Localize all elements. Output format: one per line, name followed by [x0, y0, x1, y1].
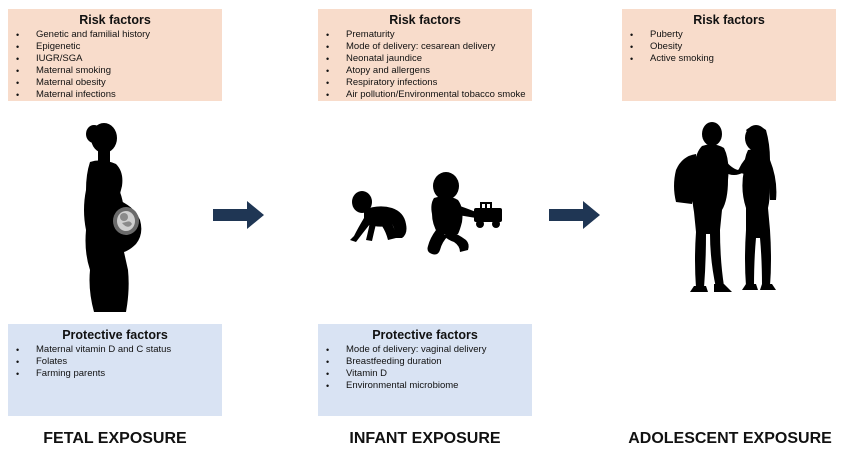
toddler-with-toy-silhouette-icon [427, 172, 502, 255]
infant-protective-box: Protective factors Mode of delivery: vag… [318, 324, 532, 416]
fetal-protective-title: Protective factors [62, 328, 168, 342]
list-item: Mode of delivery: cesarean delivery [326, 41, 524, 53]
fetal-risk-box: Risk factors Genetic and familial histor… [8, 9, 222, 101]
list-item: Epigenetic [16, 41, 214, 53]
list-item: Neonatal jaundice [326, 53, 524, 65]
adolescent-risk-list: Puberty Obesity Active smoking [630, 29, 828, 65]
list-item: Maternal vitamin D and C status [16, 344, 214, 356]
infant-risk-title: Risk factors [389, 13, 461, 27]
list-item: Air pollution/Environmental tobacco smok… [326, 89, 526, 101]
list-item: Mode of delivery: vaginal delivery [326, 344, 524, 356]
list-item: IUGR/SGA [16, 53, 214, 65]
adolescent-stage-label: ADOLESCENT EXPOSURE [628, 430, 832, 447]
fetal-risk-list: Genetic and familial history Epigenetic … [16, 29, 214, 101]
infant-protective-list: Mode of delivery: vaginal delivery Breas… [326, 344, 524, 392]
list-item: Prematurity [326, 29, 524, 41]
crawling-baby-silhouette-icon [350, 191, 407, 242]
infant-risk-box: Risk factors Prematurity Mode of deliver… [318, 9, 532, 101]
list-item: Genetic and familial history [16, 29, 214, 41]
list-item: Active smoking [630, 53, 828, 65]
right-arrow-icon [549, 201, 600, 229]
list-item: Folates [16, 356, 214, 368]
list-item: Respiratory infections [326, 77, 524, 89]
list-item: Breastfeeding duration [326, 356, 524, 368]
fetal-stage-label: FETAL EXPOSURE [43, 430, 187, 447]
list-item: Maternal smoking [16, 65, 214, 77]
list-item: Obesity [630, 41, 828, 53]
list-item: Environmental microbiome [326, 380, 524, 392]
pregnant-woman-silhouette-icon [84, 123, 142, 312]
list-item: Farming parents [16, 368, 214, 380]
fetal-risk-title: Risk factors [79, 13, 151, 27]
list-item: Maternal infections [16, 89, 214, 101]
right-arrow-icon [213, 201, 264, 229]
fetal-protective-box: Protective factors Maternal vitamin D an… [8, 324, 222, 416]
list-item: Maternal obesity [16, 77, 214, 89]
list-item: Puberty [630, 29, 828, 41]
infant-stage-label: INFANT EXPOSURE [349, 430, 501, 447]
adolescent-risk-title: Risk factors [693, 13, 765, 27]
infant-risk-list: Prematurity Mode of delivery: cesarean d… [326, 29, 526, 101]
adolescent-couple-silhouette-icon [674, 122, 777, 292]
infant-protective-title: Protective factors [372, 328, 478, 342]
list-item: Vitamin D [326, 368, 524, 380]
adolescent-risk-box: Risk factors Puberty Obesity Active smok… [622, 9, 836, 101]
list-item: Atopy and allergens [326, 65, 524, 77]
fetal-protective-list: Maternal vitamin D and C status Folates … [16, 344, 214, 380]
